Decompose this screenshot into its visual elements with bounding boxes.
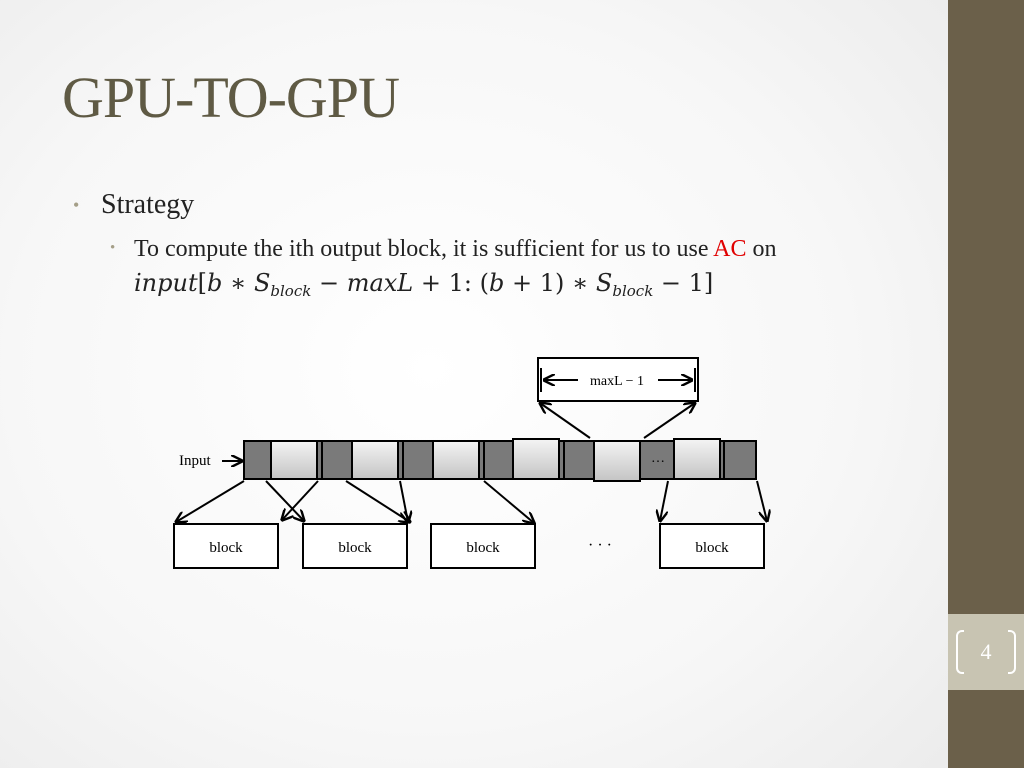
bullet-text: Strategy: [101, 189, 195, 220]
input-to-block-arrow: [399, 480, 408, 522]
input-ellipsis: …: [651, 451, 665, 466]
formula-var: input: [134, 269, 198, 297]
bullet-dot-icon: •: [73, 195, 80, 215]
page-number-box: 4: [948, 614, 1024, 690]
formula-subscript: block: [270, 282, 312, 300]
input-to-block-arrow: [756, 480, 767, 521]
formula-part: +: [413, 269, 449, 297]
input-cell: [270, 440, 318, 480]
input-strip: [243, 440, 757, 480]
output-block: [173, 523, 279, 569]
input-to-block-arrow: [660, 480, 669, 521]
block-ellipsis: · · ·: [588, 537, 612, 554]
range-to-input-arrow: [540, 403, 591, 439]
output-block: [302, 523, 408, 569]
range-to-input-arrow: [643, 403, 695, 439]
formula-part: b: [206, 269, 223, 297]
block-label: block: [209, 540, 243, 556]
formula-part: b: [488, 269, 505, 297]
sub-bullet-text: To compute the ith output block, it is s…: [134, 234, 776, 264]
formula-subscript: block: [612, 282, 654, 300]
formula-part: [: [197, 269, 207, 297]
left-bracket-decoration: [956, 630, 964, 674]
formula-part: S: [253, 269, 271, 297]
block-label: block: [695, 540, 729, 556]
bullet-dot-icon: •: [110, 240, 116, 256]
input-to-block-arrow: [265, 480, 304, 521]
input-label: Input: [179, 453, 211, 469]
input-to-block-arrow: [483, 480, 534, 523]
block-label: block: [338, 540, 372, 556]
formula-part: S: [595, 269, 613, 297]
formula: input[b ∗ Sblock − maxL + 1: (b + 1) ∗ S…: [134, 268, 713, 306]
range-label: maxL − 1: [590, 374, 644, 389]
input-cell: [432, 440, 480, 480]
input-cell: [593, 440, 641, 482]
formula-part: ∗: [222, 269, 254, 297]
input-cell: [351, 440, 399, 480]
input-cell: [673, 438, 721, 480]
formula-part: −: [311, 269, 347, 297]
block-label: block: [466, 540, 500, 556]
highlight-text: AC: [713, 236, 747, 262]
formula-part: + 1) ∗: [504, 269, 596, 297]
output-block: [659, 523, 765, 569]
formula-part: − 1]: [653, 269, 714, 297]
input-cell: [512, 438, 560, 480]
sub-bullet-text-before: To compute the ith output block, it is s…: [134, 236, 714, 262]
slide-title: GPU-TO-GPU: [62, 65, 400, 130]
formula-part: 1: (: [448, 269, 489, 297]
output-block: [430, 523, 536, 569]
input-to-block-arrow: [282, 480, 319, 520]
page-number: 4: [980, 639, 992, 664]
input-to-block-arrow: [176, 480, 245, 522]
input-to-block-arrow: [345, 480, 410, 522]
sub-bullet-text-after: on: [746, 236, 777, 262]
right-bracket-decoration: [1008, 630, 1016, 674]
formula-part: maxL: [346, 269, 414, 297]
